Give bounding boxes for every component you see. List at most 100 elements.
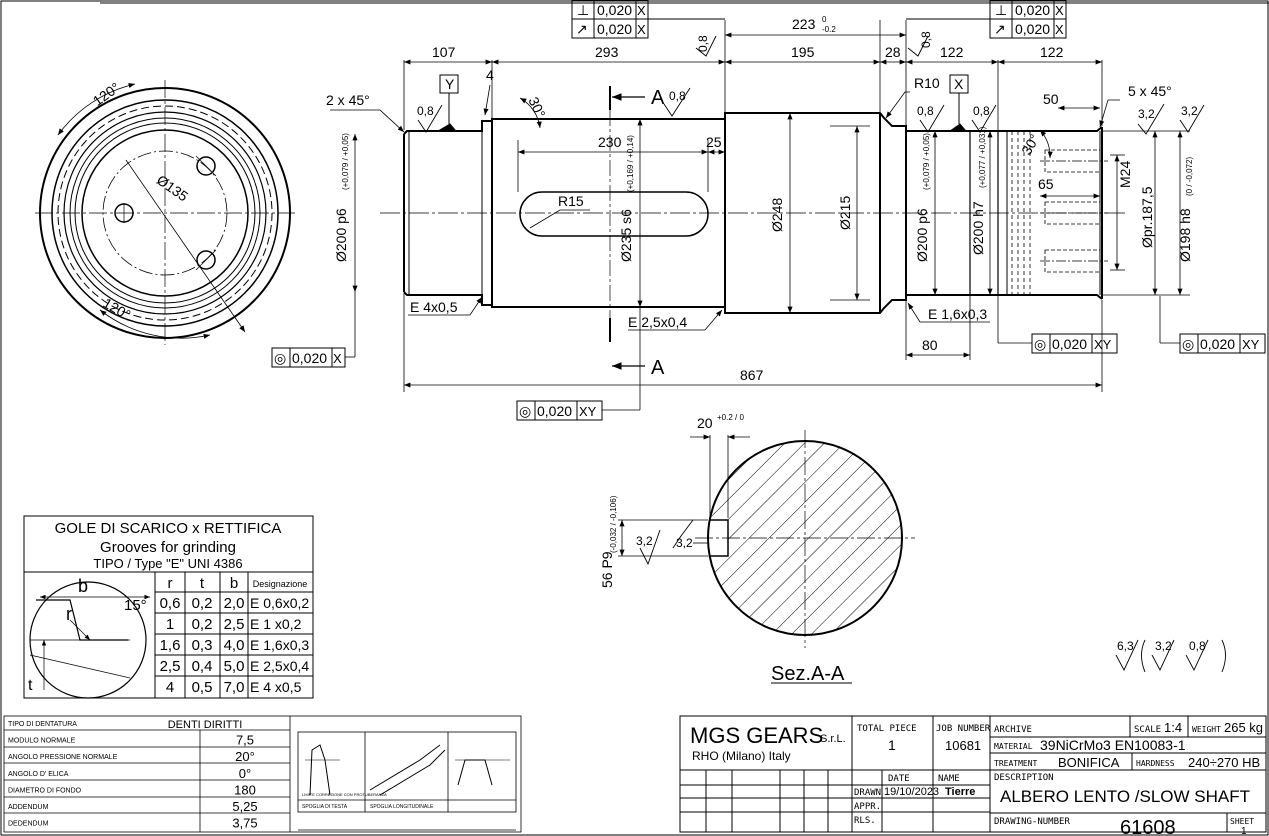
thread-m24: M24: [1117, 161, 1133, 188]
groove-cell-0-0: 0,6: [160, 595, 181, 612]
dim-r10: R10: [914, 75, 940, 91]
tol-frame-8-datum: XY: [1242, 337, 1260, 352]
name-label: NAME: [938, 774, 960, 784]
gear-row-label-3: ANGOLO D' ELICA: [8, 771, 69, 778]
dia-pr-187: Øpr.187,5: [1139, 186, 1155, 248]
tol-frame-5-symbol: ◎: [274, 350, 286, 366]
dim-107: 107: [432, 44, 456, 60]
drawn-name: Tierre: [945, 786, 975, 798]
title-block: [679, 715, 1267, 833]
gear-row-label-1: MODULO NORMALE: [8, 738, 76, 745]
datum-x-label: X: [954, 76, 964, 92]
tol-frame-4-symbol: ↗: [994, 21, 1006, 37]
groove-cell-2-3: E 1,6x0,3: [250, 637, 309, 653]
total-piece-label: TOTAL PIECE: [857, 724, 917, 734]
dim-223: 223: [792, 16, 816, 32]
gear-row-value-6: 3,75: [232, 816, 257, 831]
gear-row-label-5: ADDENDUM: [8, 804, 49, 811]
material-label: MATERIAL: [994, 742, 1033, 751]
drawn-date: 19/10/2023: [884, 786, 939, 798]
gear-row-value-3: 0°: [239, 766, 251, 781]
dia-135-label: Ø135: [154, 172, 191, 205]
groove-cell-0-3: E 0,6x0,2: [250, 595, 309, 611]
tol-frame-3-value: 0,020: [1015, 2, 1050, 18]
key-depth-tol: (-0,032 / -0,106): [609, 495, 618, 553]
groove-cell-3-1: 0,4: [192, 658, 213, 675]
dim-65: 65: [1038, 176, 1054, 192]
scale-label: SCALE: [1134, 725, 1161, 735]
dia-235-s6-tol: (+0,169 / +0,14): [626, 135, 635, 192]
grooves-header-t: t: [200, 575, 205, 592]
groove-cell-1-3: E 1 x0,2: [250, 616, 302, 632]
rough-label-9: 0,8: [1189, 639, 1206, 653]
tol-frame-6-datum: XY: [579, 404, 597, 419]
dim-122-b: 122: [1040, 44, 1064, 60]
section-view: [618, 430, 915, 684]
company-name: MGS GEARS: [690, 723, 823, 748]
datum-y-label: Y: [445, 76, 455, 92]
tol-frame-3-datum: X: [1055, 3, 1064, 18]
rough-label-8: 3,2: [1155, 639, 1172, 653]
groove-cell-4-0: 4: [166, 679, 174, 696]
gear-row-label-6: DEDENDUM: [8, 821, 49, 828]
dim-80: 80: [922, 337, 938, 353]
rough-label-1: 0,8: [417, 104, 434, 118]
dim-223-tol-up: 0: [822, 15, 827, 24]
material-value: 39NiCrMo3 EN10083-1: [1040, 737, 1186, 753]
grooves-title-3: TIPO / Type "E" UNI 4386: [93, 556, 242, 571]
tol-frame-4-value: 0,020: [1015, 21, 1050, 37]
dim-223-tol-dn: -0.2: [822, 25, 836, 34]
dia-200-p6-right-tol: (+0,079 / +0,05): [922, 133, 931, 190]
dim-50: 50: [1043, 91, 1059, 107]
grooves-title-2: Grooves for grinding: [100, 539, 236, 556]
leader-lines: [330, 84, 1180, 411]
dim-28: 28: [885, 44, 901, 60]
dim-25: 25: [706, 134, 722, 150]
gear-row-label-2: ANGOLO PRESSIONE NORMALE: [8, 754, 118, 761]
tol-frame-3-symbol: ⊥: [995, 2, 1007, 18]
groove-cell-2-0: 1,6: [160, 637, 181, 654]
gear-row-value-2: 20°: [235, 749, 255, 764]
groove-cell-3-3: E 2,5x0,4: [250, 658, 309, 674]
date-label: DATE: [888, 774, 910, 784]
rough-label-10: 3,2: [636, 534, 653, 548]
tol-frame-2-value: 0,020: [597, 21, 632, 37]
tol-frame-5-datum: X: [333, 351, 342, 366]
tol-frame-2-datum: X: [637, 22, 646, 37]
scale-value: 1:4: [1164, 720, 1182, 735]
groove-e16x03: E 1,6x0,3: [928, 306, 987, 322]
section-title: Sez.A-A: [771, 663, 845, 685]
description-value: ALBERO LENTO /SLOW SHAFT: [1000, 787, 1250, 806]
groove-cell-0-2: 2,0: [224, 595, 245, 612]
gear-row-value-5: 5,25: [232, 799, 257, 814]
grooves-sketch-t: t: [28, 677, 33, 694]
angle-120-bottom: 120°: [100, 295, 133, 323]
surface-roughness-symbols: [417, 35, 1226, 673]
tol-frame-6-symbol: ◎: [519, 403, 531, 419]
dia-200-p6-left-tol: (+0,079 / +0,05): [341, 133, 350, 190]
dim-230: 230: [598, 134, 622, 150]
key-width-tol: +0.2 / 0: [717, 413, 744, 422]
rls-label: RLS.: [854, 816, 876, 826]
dia-198-h8-tol: (0 / -0,072): [1185, 157, 1194, 196]
dia-235-s6: Ø235 s6: [618, 209, 634, 262]
section-a-bottom: A: [651, 357, 665, 379]
hardness-label: HARDNESS: [1136, 759, 1175, 768]
rough-label-7: 6,3: [1117, 639, 1134, 653]
section-cut-line: [609, 86, 645, 370]
tol-frame-1-symbol: ⊥: [577, 2, 589, 18]
groove-cell-1-0: 1: [166, 616, 174, 633]
dimension-lines: [352, 20, 1190, 392]
tol-frame-8-value: 0,020: [1200, 336, 1235, 352]
grooves-header-designation: Designazione: [253, 579, 308, 589]
gear-row-value-0: DENTI DIRITTI: [168, 719, 243, 731]
angle-30-left: 30°: [525, 94, 548, 120]
tol-frame-5-value: 0,020: [292, 350, 327, 366]
sheet-value: 1: [1241, 826, 1247, 836]
grooves-header-r: r: [168, 575, 173, 592]
groove-cell-3-0: 2,5: [160, 658, 181, 675]
tol-frame-7-value: 0,020: [1052, 336, 1087, 352]
